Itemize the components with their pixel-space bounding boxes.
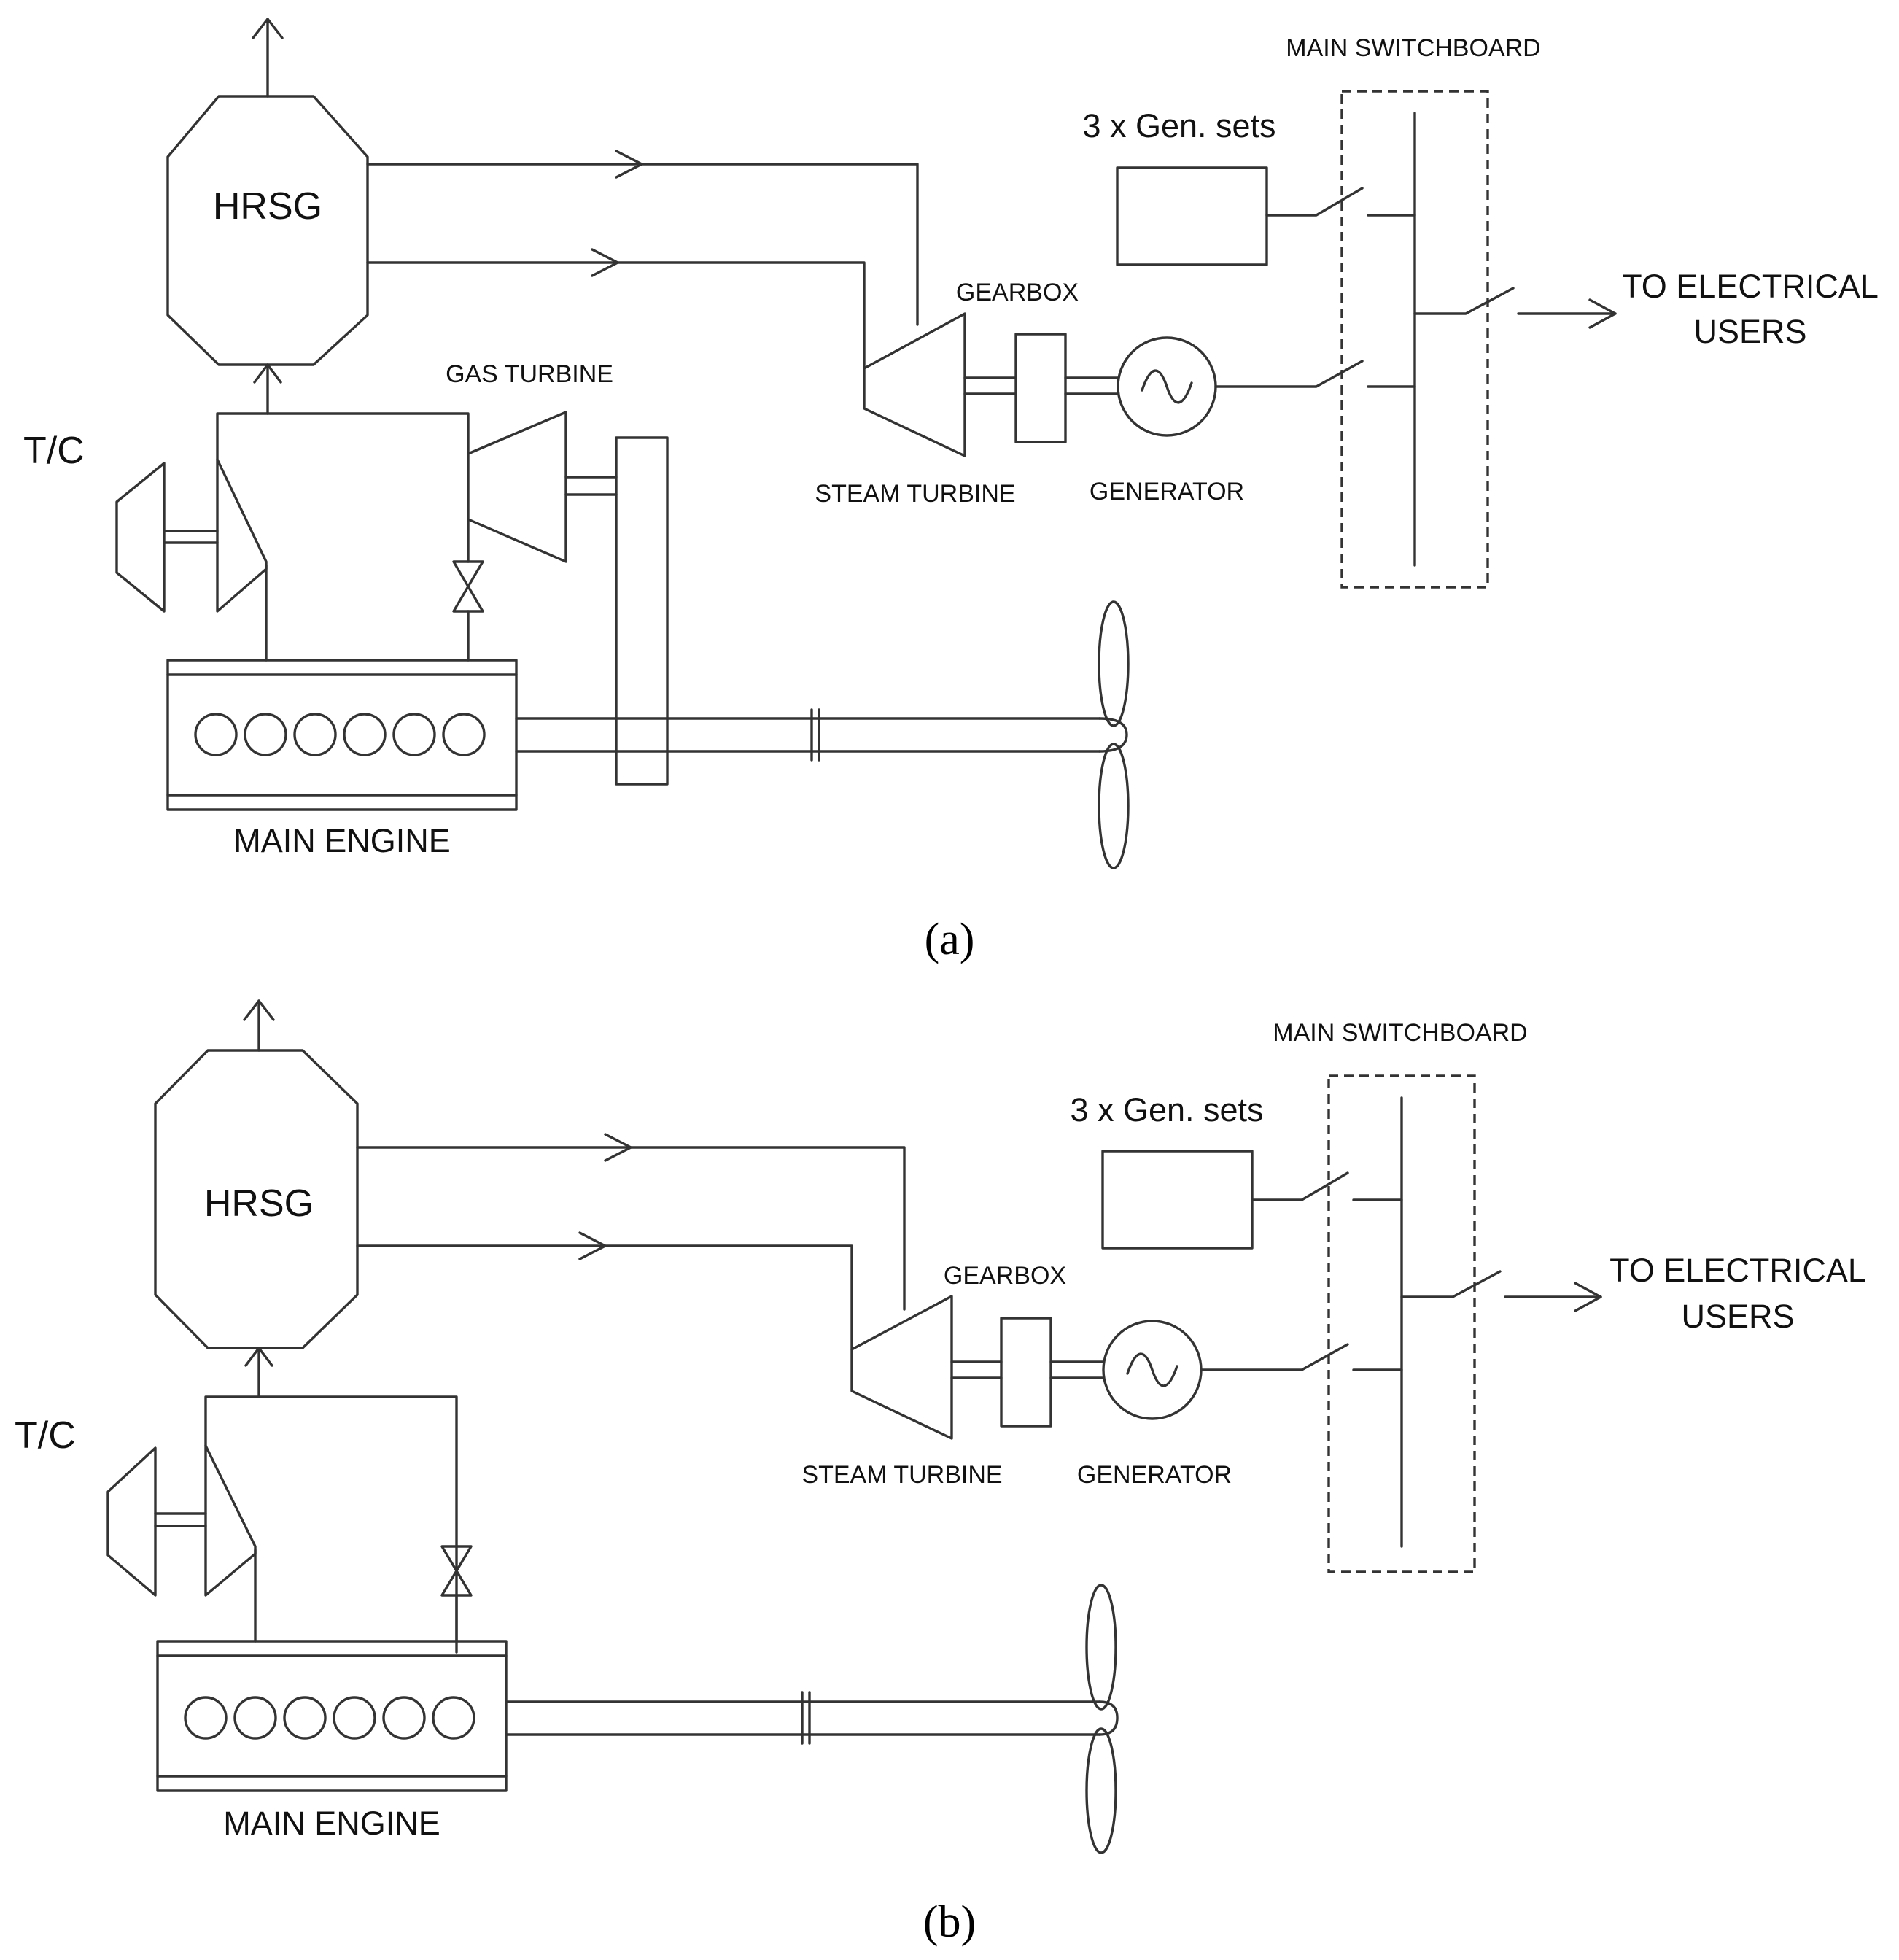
propeller-b	[1085, 1584, 1119, 1854]
gearbox-label-b: GEARBOX	[944, 1262, 1066, 1290]
to-users-label-a-1: TO ELECTRICAL	[1622, 268, 1879, 305]
gas-inlet-arrow-a	[253, 363, 282, 384]
steam-line-hp-b	[356, 1146, 906, 1311]
to-users-label-a-2: USERS	[1693, 313, 1806, 350]
steam-arrow-lp-b	[578, 1231, 607, 1260]
hrsg-label-b: HRSG	[204, 1182, 314, 1225]
tc-label-a: T/C	[23, 430, 85, 472]
steam-turbine-a	[863, 312, 966, 457]
gearbox-label-a: GEARBOX	[956, 279, 1079, 306]
gen-sets-label-a: 3 x Gen. sets	[1082, 107, 1275, 144]
to-users-label-b-2: USERS	[1681, 1298, 1794, 1335]
panel-a: HRSG T/C GAS TURBINE	[23, 18, 1879, 964]
exhaust-arrow-b	[243, 999, 275, 1021]
pti-gear-a	[615, 436, 669, 786]
main-switchboard-b	[1327, 1074, 1476, 1573]
switchboard-label-a: MAIN SWITCHBOARD	[1286, 34, 1540, 62]
steam-arrow-lp-a	[591, 248, 619, 277]
gen-sets-a	[1116, 166, 1268, 266]
steam-line-lp-b	[356, 1244, 853, 1351]
hrsg-b	[154, 1049, 359, 1349]
gearbox-b	[1000, 1317, 1052, 1428]
exhaust-arrow-a	[252, 18, 284, 39]
breaker-gensets-b	[1251, 1171, 1349, 1201]
exhaust-manifold-b	[204, 1395, 458, 1654]
switchboard-label-b: MAIN SWITCHBOARD	[1273, 1019, 1527, 1047]
generator-sine-a	[1141, 369, 1193, 404]
propeller-a	[1098, 600, 1130, 869]
steam-arrow-hp-a	[615, 150, 643, 179]
steam-line-hp-a	[366, 163, 919, 326]
gen-sets-b	[1101, 1150, 1254, 1250]
gen-sets-label-b: 3 x Gen. sets	[1070, 1091, 1263, 1128]
main-engine-label-a: MAIN ENGINE	[233, 822, 451, 859]
steam-turbine-label-a: STEAM TURBINE	[815, 480, 1015, 508]
steam-turbine-b	[850, 1295, 953, 1440]
users-arrow-a	[1588, 298, 1617, 329]
gas-turbine-a	[467, 411, 567, 563]
breaker-users-a	[1413, 287, 1515, 315]
hrsg-a	[166, 95, 369, 366]
gearbox-a	[1014, 333, 1067, 443]
gas-inlet-arrow-b	[244, 1347, 273, 1367]
users-arrow-b	[1574, 1282, 1602, 1312]
generator-sine-b	[1126, 1352, 1178, 1387]
main-engine-label-b: MAIN ENGINE	[223, 1805, 440, 1842]
valve-a	[452, 560, 484, 613]
breaker-generator-a	[1214, 360, 1364, 388]
steam-turbine-label-b: STEAM TURBINE	[801, 1461, 1002, 1489]
steam-arrow-hp-b	[604, 1133, 632, 1162]
generator-label-a: GENERATOR	[1090, 478, 1244, 506]
caption-a: (a)	[925, 915, 975, 964]
valve-b	[440, 1545, 473, 1597]
generator-label-b: GENERATOR	[1077, 1461, 1232, 1489]
breaker-gensets-a	[1265, 187, 1364, 217]
panel-b: HRSG T/C MAIN ENGINE	[15, 999, 1866, 1947]
to-users-label-b-1: TO ELECTRICAL	[1609, 1252, 1866, 1289]
turbocharger-b	[106, 1444, 257, 1597]
turbocharger-a	[115, 458, 268, 613]
main-engine-a	[166, 659, 518, 811]
main-switchboard-a	[1340, 90, 1489, 589]
steam-line-lp-a	[366, 261, 866, 370]
breaker-generator-b	[1200, 1343, 1349, 1371]
gas-turbine-label-a: GAS TURBINE	[446, 360, 613, 388]
exhaust-manifold-a	[216, 412, 470, 461]
caption-b: (b)	[923, 1897, 976, 1947]
tc-label-b: T/C	[15, 1414, 76, 1457]
main-engine-b	[156, 1640, 508, 1792]
hrsg-label-a: HRSG	[213, 185, 322, 228]
breaker-users-b	[1400, 1270, 1502, 1298]
